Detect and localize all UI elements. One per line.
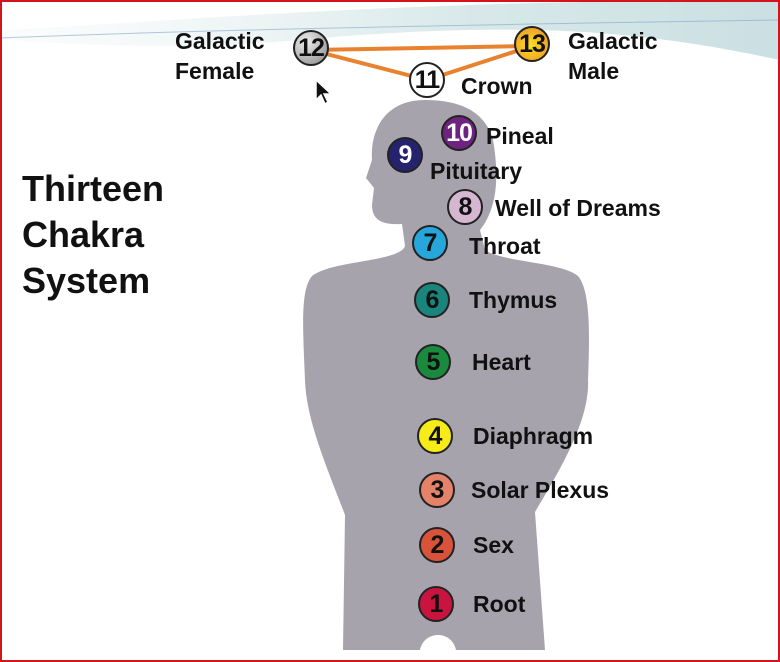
chakra-2-sex: 2 [419,527,455,563]
title-line: System [22,260,151,301]
label-heart: Heart [472,349,531,375]
label-thymus: Thymus [469,287,558,313]
chakra-4-diaphragm: 4 [417,418,453,454]
label-diaphragm: Diaphragm [473,423,594,449]
label-line: Male [568,58,620,84]
chakra-5-heart: 5 [415,344,451,380]
label-solar-plexus: Solar Plexus [471,477,610,503]
chakra-12-galactic-female: 12 [293,30,329,66]
chakra-7-throat: 7 [412,225,448,261]
label-throat: Throat [469,233,541,259]
label-line: Galactic [568,28,658,54]
chakra-3-solar-plexus: 3 [419,472,455,508]
chakra-11-crown: 11 [409,62,445,98]
label-line: Galactic [175,28,265,54]
chakra-10-pineal: 10 [441,115,477,151]
mouse-cursor-icon [315,78,333,106]
title-line: Thirteen [22,168,165,209]
label-pineal: Pineal [486,123,554,149]
galactic-connector [310,44,533,82]
top-swoosh [0,0,780,60]
label-galactic-female: Galactic Female [175,26,265,86]
title-line: Chakra [22,214,145,255]
human-silhouette [303,100,589,650]
chakra-8-well-of-dreams: 8 [447,189,483,225]
chakra-13-galactic-male: 13 [514,26,550,62]
label-root: Root [473,591,526,617]
label-crown: Crown [461,73,533,99]
label-well-of-dreams: Well of Dreams [495,195,661,221]
label-galactic-male: Galactic Male [568,26,658,86]
chakra-9-pituitary: 9 [387,137,423,173]
chakra-1-root: 1 [418,586,454,622]
diagram-title: Thirteen Chakra System [22,166,164,304]
label-line: Female [175,58,255,84]
chakra-6-thymus: 6 [414,282,450,318]
label-sex: Sex [473,532,514,558]
label-pituitary: Pituitary [430,158,523,184]
